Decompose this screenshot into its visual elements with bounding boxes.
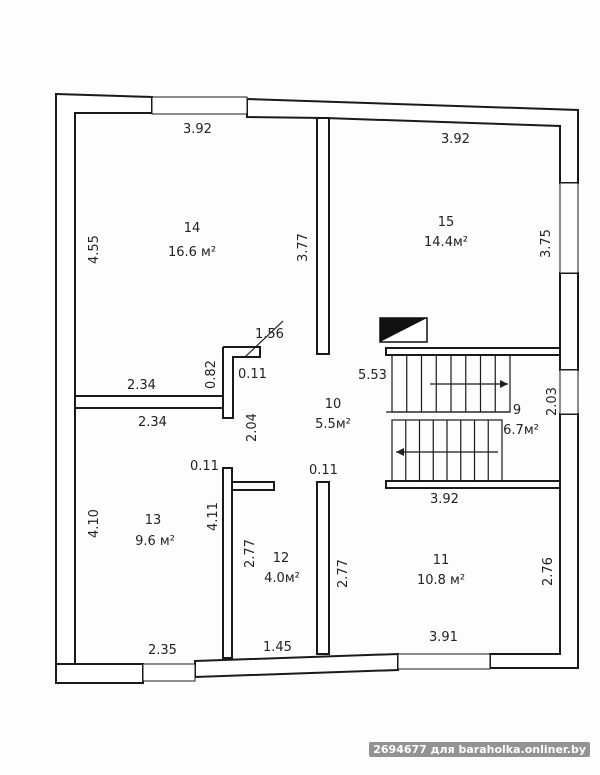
room-9-number: 9 xyxy=(513,403,521,418)
dim-top-right: 3.92 xyxy=(441,132,470,147)
dim-top-left: 3.92 xyxy=(183,122,212,137)
stair-lower-arrowhead xyxy=(396,448,404,456)
partition-14-13 xyxy=(74,395,224,409)
dim-left-lower: 4.10 xyxy=(87,509,102,538)
wall-right-mid xyxy=(559,272,579,371)
room-12-number: 12 xyxy=(273,551,290,566)
dim-corridor-depth: 2.04 xyxy=(245,413,260,442)
dim-bottom-left: 2.35 xyxy=(148,643,177,658)
dim-right-upper: 3.75 xyxy=(539,229,554,258)
room-15-number: 15 xyxy=(438,215,455,230)
room-15-area: 14.4м² xyxy=(424,235,468,250)
dim-door-width: 1.56 xyxy=(255,327,284,342)
room-10-area: 5.5м² xyxy=(315,417,351,432)
dimension-labels: 3.92 3.92 1.56 0.11 5.53 2.34 2.34 0.11 … xyxy=(87,122,560,658)
window-bottom-left xyxy=(142,663,196,682)
window-right-upper xyxy=(559,182,579,274)
dim-room12-right: 2.77 xyxy=(336,559,351,588)
wall-right-lower xyxy=(489,413,579,669)
dim-room14-bottom: 2.34 xyxy=(127,378,156,393)
dim-room12-left: 2.77 xyxy=(243,539,258,568)
stair-upper-arrowhead xyxy=(500,380,508,388)
window-right-stair xyxy=(559,369,579,415)
dim-partition-top: 3.77 xyxy=(296,233,311,262)
window-top xyxy=(151,96,248,115)
wall-top-right xyxy=(246,97,579,184)
dim-partition-short: 0.82 xyxy=(204,360,219,389)
room-13-area: 9.6 м² xyxy=(135,534,175,549)
dim-partition-thick-b: 0.11 xyxy=(190,459,219,474)
room-14-area: 16.6 м² xyxy=(168,245,216,260)
room-12-area: 4.0м² xyxy=(264,571,300,586)
watermark: 2694677 для baraholka.onliner.by xyxy=(369,742,590,757)
room-11-area: 10.8 м² xyxy=(417,573,465,588)
dim-bottom-right: 3.91 xyxy=(429,630,458,645)
partition-corridor-left xyxy=(222,346,261,419)
partition-13-12 xyxy=(222,467,233,659)
dim-bottom-mid: 1.45 xyxy=(263,640,292,655)
dim-stair-bottom: 3.92 xyxy=(430,492,459,507)
stair-lower-treads xyxy=(405,420,489,481)
dim-partition-thick-a: 0.11 xyxy=(238,367,267,382)
electrical-panel-symbol xyxy=(379,317,428,343)
room-11-number: 11 xyxy=(433,553,450,568)
partition-stair-top xyxy=(385,347,561,356)
room-10-number: 10 xyxy=(325,397,342,412)
dim-right-lower: 2.76 xyxy=(541,557,556,586)
wall-bottom-left xyxy=(55,663,144,684)
room-13-number: 13 xyxy=(145,513,162,528)
room-labels: 14 16.6 м² 15 14.4м² 10 5.5м² 9 6.7м² 13… xyxy=(135,215,539,588)
dim-partition-thick-c: 0.11 xyxy=(309,463,338,478)
staircase xyxy=(386,354,511,482)
dim-right-mid: 2.03 xyxy=(545,387,560,416)
partition-12-11 xyxy=(316,481,330,655)
room-14-number: 14 xyxy=(184,221,201,236)
dim-left-upper: 4.55 xyxy=(87,235,102,264)
dim-room13-top: 2.34 xyxy=(138,415,167,430)
door-swing-line xyxy=(244,320,284,358)
partition-14-15 xyxy=(316,117,330,355)
partition-12-stub xyxy=(231,481,275,491)
window-bottom-right xyxy=(397,653,491,670)
partition-stair-bottom xyxy=(385,480,561,489)
room-9-area: 6.7м² xyxy=(503,423,539,438)
dim-room13-height: 4.11 xyxy=(206,502,221,531)
windows xyxy=(142,96,579,682)
dim-stair-width: 5.53 xyxy=(358,368,387,383)
